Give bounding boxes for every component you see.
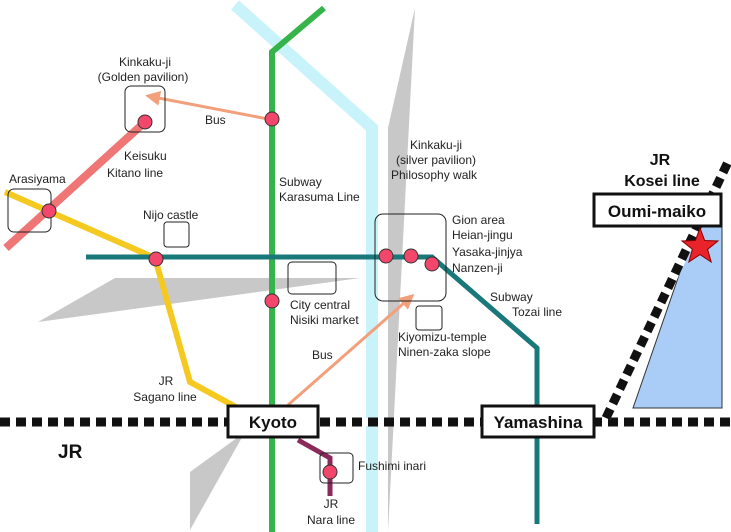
station-dot-kinkakuji (137, 114, 153, 130)
label-nijo-castle: Nijo castle (143, 208, 199, 222)
gray-road-east (388, 8, 415, 532)
label-kinkakuji-silver-2: (silver pavilion) (396, 153, 476, 167)
light-cyan-line (230, 0, 378, 532)
label-gion-1: Gion area (452, 213, 505, 227)
label-keifuku-2: Kitano line (107, 166, 163, 180)
station-yamashina[interactable]: Yamashina (480, 404, 596, 439)
station-oumi-maiko-label: Oumi-maiko (608, 202, 706, 221)
label-jr-kosei-2: Kosei line (624, 173, 700, 190)
station-dot-gion-3 (424, 256, 440, 272)
station-dot-fushimi (322, 464, 338, 480)
label-jr-kosei-1: JR (650, 152, 671, 169)
label-city-central-1: City central (290, 298, 350, 312)
station-dot-arasiyama (41, 203, 57, 219)
gion-area-box (374, 213, 447, 302)
label-gion-4: Nanzen-ji (452, 261, 503, 275)
label-jr-nara-2: Nara line (307, 513, 355, 527)
star-icon (680, 226, 720, 264)
label-bus-north: Bus (205, 113, 226, 127)
subway-karasuma-line (269, 5, 326, 532)
label-jr-main: JR (58, 442, 83, 463)
label-bus-south: Bus (312, 348, 333, 362)
location-boxes (7, 85, 447, 484)
label-jr-sagano-1: JR (159, 374, 174, 388)
label-kiyomizu-2: Ninen-zaka slope (398, 345, 491, 359)
jr-sagano-line (3, 189, 247, 415)
bus-arrow-north (145, 90, 269, 121)
station-dot-karasuma-north (264, 111, 280, 127)
label-kinkakuji-golden-1: Kinkaku-ji (119, 55, 171, 69)
station-kyoto-box[interactable] (226, 404, 320, 439)
label-kinkakuji-silver-1: Kinkaku-ji (410, 138, 462, 152)
station-oumi-maiko-box[interactable] (592, 192, 723, 228)
gray-roads (38, 8, 415, 532)
label-kiyomizu-1: Kiyomizu-temple (398, 330, 487, 344)
label-subway-karasuma-1: Subway (279, 175, 322, 189)
bus-arrow-south (287, 294, 415, 407)
label-fushimi-inari: Fushimi inari (358, 459, 426, 473)
label-keifuku-1: Keisuku (124, 149, 167, 163)
label-subway-tozai-1: Subway (490, 290, 533, 304)
label-gion-2: Heian-jingu (452, 228, 513, 242)
label-jr-nara-1: JR (324, 497, 339, 511)
gray-road-southwest (38, 278, 360, 322)
station-kyoto[interactable]: Kyoto (226, 404, 320, 439)
station-dots (41, 111, 440, 480)
station-kyoto-label: Kyoto (249, 413, 297, 432)
label-kinkakuji-golden-2: (Golden pavilion) (98, 70, 189, 84)
station-dot-city-central (264, 293, 280, 309)
label-arasiyama: Arasiyama (9, 172, 66, 186)
city-central-box (287, 261, 337, 295)
kiyomizu-box (415, 305, 443, 331)
label-city-central-2: Nisiki market (290, 313, 359, 327)
label-subway-tozai-2: Tozai line (512, 305, 562, 319)
station-dot-gion-2 (403, 248, 419, 264)
fushimi-inari-box (319, 452, 354, 484)
nijo-castle-box (163, 221, 190, 248)
keifuku-line (3, 119, 148, 251)
label-jr-sagano-2: Sagano line (133, 390, 197, 404)
station-dot-gion-1 (378, 248, 394, 264)
label-gion-3: Yasaka-jinjya (452, 245, 523, 259)
lake-biwa (632, 199, 723, 409)
kinkakuji-golden-box (124, 85, 166, 133)
station-dot-nijo (148, 251, 164, 267)
label-kinkakuji-silver-3: Philosophy walk (391, 168, 478, 182)
gray-road-south (190, 432, 245, 530)
map-labels: Kinkaku-ji (Golden pavilion) Bus Keisuku… (9, 55, 700, 527)
station-oumi-maiko[interactable]: Oumi-maiko (592, 192, 723, 228)
station-yamashina-label: Yamashina (494, 413, 583, 432)
station-yamashina-box[interactable] (480, 404, 596, 439)
label-subway-karasuma-2: Karasuma Line (279, 190, 360, 204)
